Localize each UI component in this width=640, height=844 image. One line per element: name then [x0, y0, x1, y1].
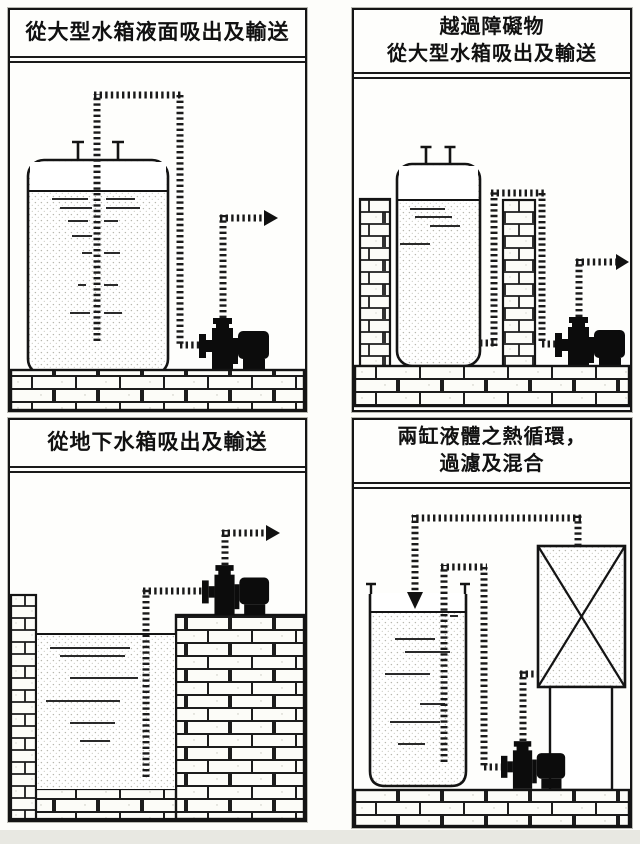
panel-suction-from-tank-surface: 從大型水箱液面吸出及輸送	[8, 8, 307, 412]
title-separator	[354, 482, 630, 489]
panel-title-line: 從大型水箱吸出及輸送	[387, 43, 597, 65]
discharge-pipe	[219, 214, 264, 318]
panel-title-line: 過濾及混合	[439, 453, 545, 475]
scan-edge-strip	[0, 830, 640, 844]
flow-arrow-icon	[264, 210, 278, 226]
vent-pipes-icon	[420, 145, 456, 164]
panel-underground-tank: 從地下水箱吸出及輸送	[8, 418, 307, 822]
open-tank	[368, 594, 468, 788]
discharge-pipe	[221, 529, 266, 565]
brick-floor	[354, 364, 630, 408]
panel-title-line: 越過障礙物	[439, 16, 545, 38]
tank-rim-pins-icon	[366, 582, 470, 594]
discharge-pipe	[575, 258, 616, 317]
panel-title: 從地下水箱吸出及輸送	[10, 420, 305, 466]
liquid-lines	[52, 198, 140, 314]
suction-pipe	[93, 91, 202, 349]
suction-pipe	[142, 587, 208, 777]
flow-arrow-icon	[616, 254, 629, 270]
diagram-suction-from-surface	[10, 91, 305, 411]
pump-icon	[199, 318, 269, 370]
title-separator	[354, 72, 630, 79]
panel-title: 從大型水箱液面吸出及輸送	[10, 10, 305, 56]
pit-water	[37, 634, 175, 789]
liquid-lines	[400, 208, 460, 245]
panel-over-obstacle: 越過障礙物 從大型水箱吸出及輸送	[352, 8, 632, 412]
tank-headspace	[399, 166, 478, 198]
panel-title-line: 從大型水箱液面吸出及輸送	[25, 20, 290, 44]
title-separator	[10, 56, 305, 63]
panel-two-tank-circulation: 兩缸液體之熱循環， 過濾及混合	[352, 418, 632, 828]
brick-platform	[174, 613, 305, 821]
return-pipe	[411, 514, 582, 592]
brick-floor	[354, 788, 630, 828]
pump-icon	[555, 317, 625, 369]
brick-wall-left	[358, 197, 392, 368]
flow-arrow-icon	[266, 525, 280, 541]
brick-wall-obstacle	[501, 198, 537, 368]
brick-floor	[10, 368, 305, 411]
panel-title: 越過障礙物 從大型水箱吸出及輸送	[354, 10, 630, 72]
vent-pipes-icon	[72, 140, 124, 160]
diagram-over-obstacle	[354, 145, 630, 408]
pump-icon	[202, 565, 270, 615]
brick-wall-left	[10, 593, 38, 821]
title-separator	[10, 466, 305, 473]
filter-cross-brace	[537, 545, 626, 688]
suction-pipe	[480, 189, 560, 348]
return-arrow-icon	[407, 592, 423, 609]
diagram-two-tank-circulation	[354, 514, 630, 828]
panel-title: 兩缸液體之熱循環， 過濾及混合	[354, 420, 630, 482]
liquid-lines	[46, 647, 138, 742]
diagram-underground-tank	[10, 525, 305, 821]
liquid-lines	[385, 615, 458, 745]
panel-title-line: 兩缸液體之熱循環，	[397, 426, 587, 448]
panel-title-line: 從地下水箱吸出及輸送	[47, 430, 268, 454]
